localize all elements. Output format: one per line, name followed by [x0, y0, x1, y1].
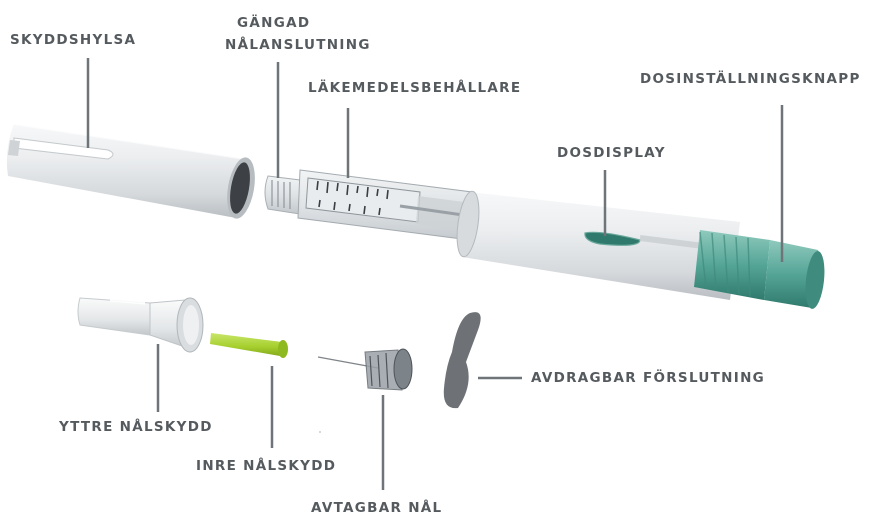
label-outer-needle-cap: YTTRE NÅLSKYDD	[59, 418, 213, 436]
label-threaded-connection-line1: GÄNGAD	[237, 14, 310, 32]
label-dose-button: DOSINSTÄLLNINGSKNAPP	[640, 70, 861, 88]
dose-button	[694, 230, 827, 310]
cartridge-holder	[265, 170, 472, 240]
needle	[318, 349, 412, 390]
label-inner-needle-cap: INRE NÅLSKYDD	[196, 457, 336, 475]
inner-needle-cap	[210, 333, 288, 358]
needle-tip-dot	[319, 431, 321, 433]
label-cartridge: LÄKEMEDELSBEHÅLLARE	[308, 79, 521, 97]
protective-cap	[7, 124, 259, 221]
label-dose-display: DOSDISPLAY	[557, 144, 666, 162]
peel-tab	[444, 312, 481, 408]
label-protective-cap: SKYDDSHYLSA	[10, 31, 136, 49]
outer-needle-cap	[78, 298, 203, 352]
label-needle: AVTAGBAR NÅL	[311, 499, 442, 517]
label-peel-tab: AVDRAGBAR FÖRSLUTNING	[531, 369, 765, 387]
label-threaded-connection-line2: NÅLANSLUTNING	[225, 36, 371, 54]
